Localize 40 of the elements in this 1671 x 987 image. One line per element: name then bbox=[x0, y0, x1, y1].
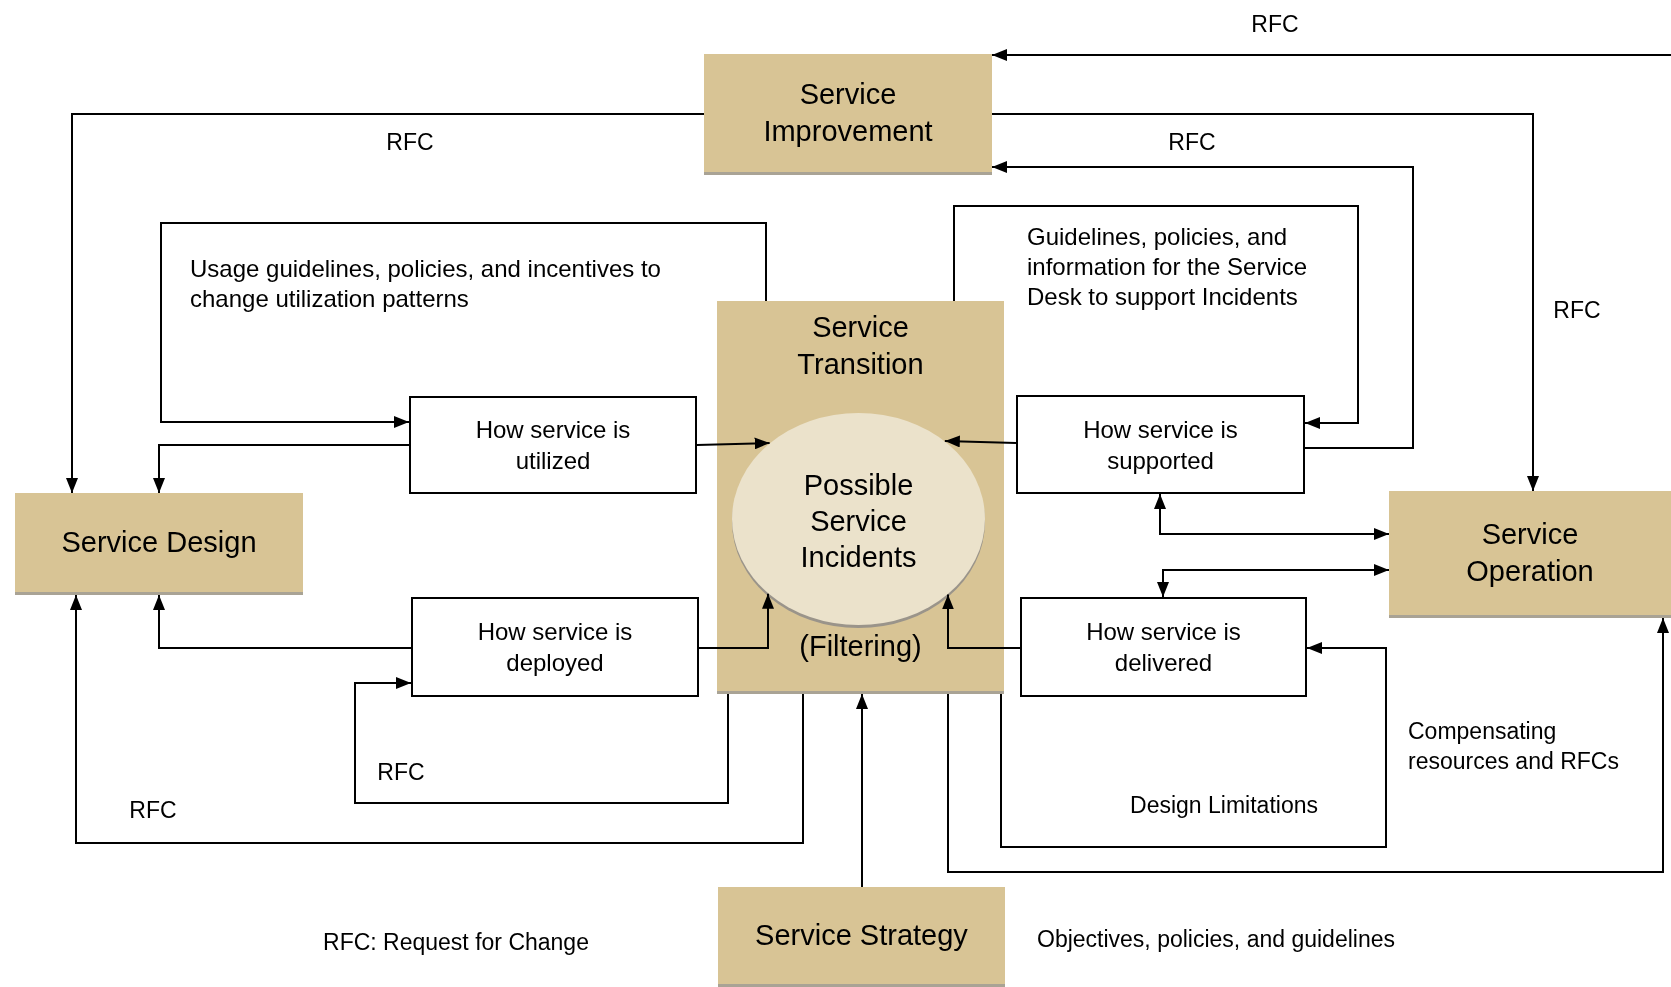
connector-arrow bbox=[991, 49, 1671, 61]
process-box bbox=[409, 396, 697, 494]
stage-box bbox=[718, 887, 1005, 987]
filter-note: (Filtering) bbox=[799, 629, 922, 664]
connector-arrow bbox=[153, 594, 412, 649]
connector-arrow bbox=[947, 617, 1669, 873]
node-label: Possible Service Incidents bbox=[799, 468, 918, 575]
connector-arrow bbox=[942, 593, 1021, 649]
node-label: Service Strategy bbox=[755, 918, 968, 953]
stage-box bbox=[1389, 491, 1671, 618]
process-box bbox=[1016, 395, 1305, 494]
connector-arrow bbox=[70, 594, 804, 844]
node-label: How service is supported bbox=[1082, 414, 1239, 476]
connector-arrow bbox=[991, 161, 1414, 449]
stage-box bbox=[717, 301, 1004, 694]
connector-arrow bbox=[1000, 642, 1387, 848]
connector-arrow bbox=[66, 113, 705, 494]
process-box bbox=[1020, 597, 1307, 697]
connector-arrow bbox=[696, 437, 771, 450]
connector-arrow bbox=[354, 677, 729, 804]
node-label: How service is utilized bbox=[474, 415, 632, 476]
connector-arrow bbox=[698, 592, 774, 649]
node-label: Service Design bbox=[61, 525, 257, 560]
connector-arrow bbox=[1157, 564, 1390, 598]
connector-arrow bbox=[153, 444, 410, 494]
connector-arrow bbox=[856, 693, 868, 888]
connector-arrow bbox=[1154, 493, 1390, 540]
stage-box bbox=[704, 54, 992, 175]
node-label: Service Operation bbox=[1465, 517, 1595, 589]
connector-arrow bbox=[991, 113, 1539, 492]
connector-arrow bbox=[943, 435, 1017, 448]
node-label: Service Improvement bbox=[762, 77, 934, 149]
node-label: How service is delivered bbox=[1085, 617, 1242, 678]
node-label: How service is deployed bbox=[476, 617, 634, 678]
connector-arrow bbox=[160, 222, 767, 428]
connector-arrow bbox=[953, 205, 1359, 429]
node-label: Service Transition bbox=[796, 310, 925, 382]
process-box bbox=[411, 597, 699, 697]
stage-box bbox=[15, 493, 303, 595]
incident-ellipse bbox=[731, 413, 986, 629]
